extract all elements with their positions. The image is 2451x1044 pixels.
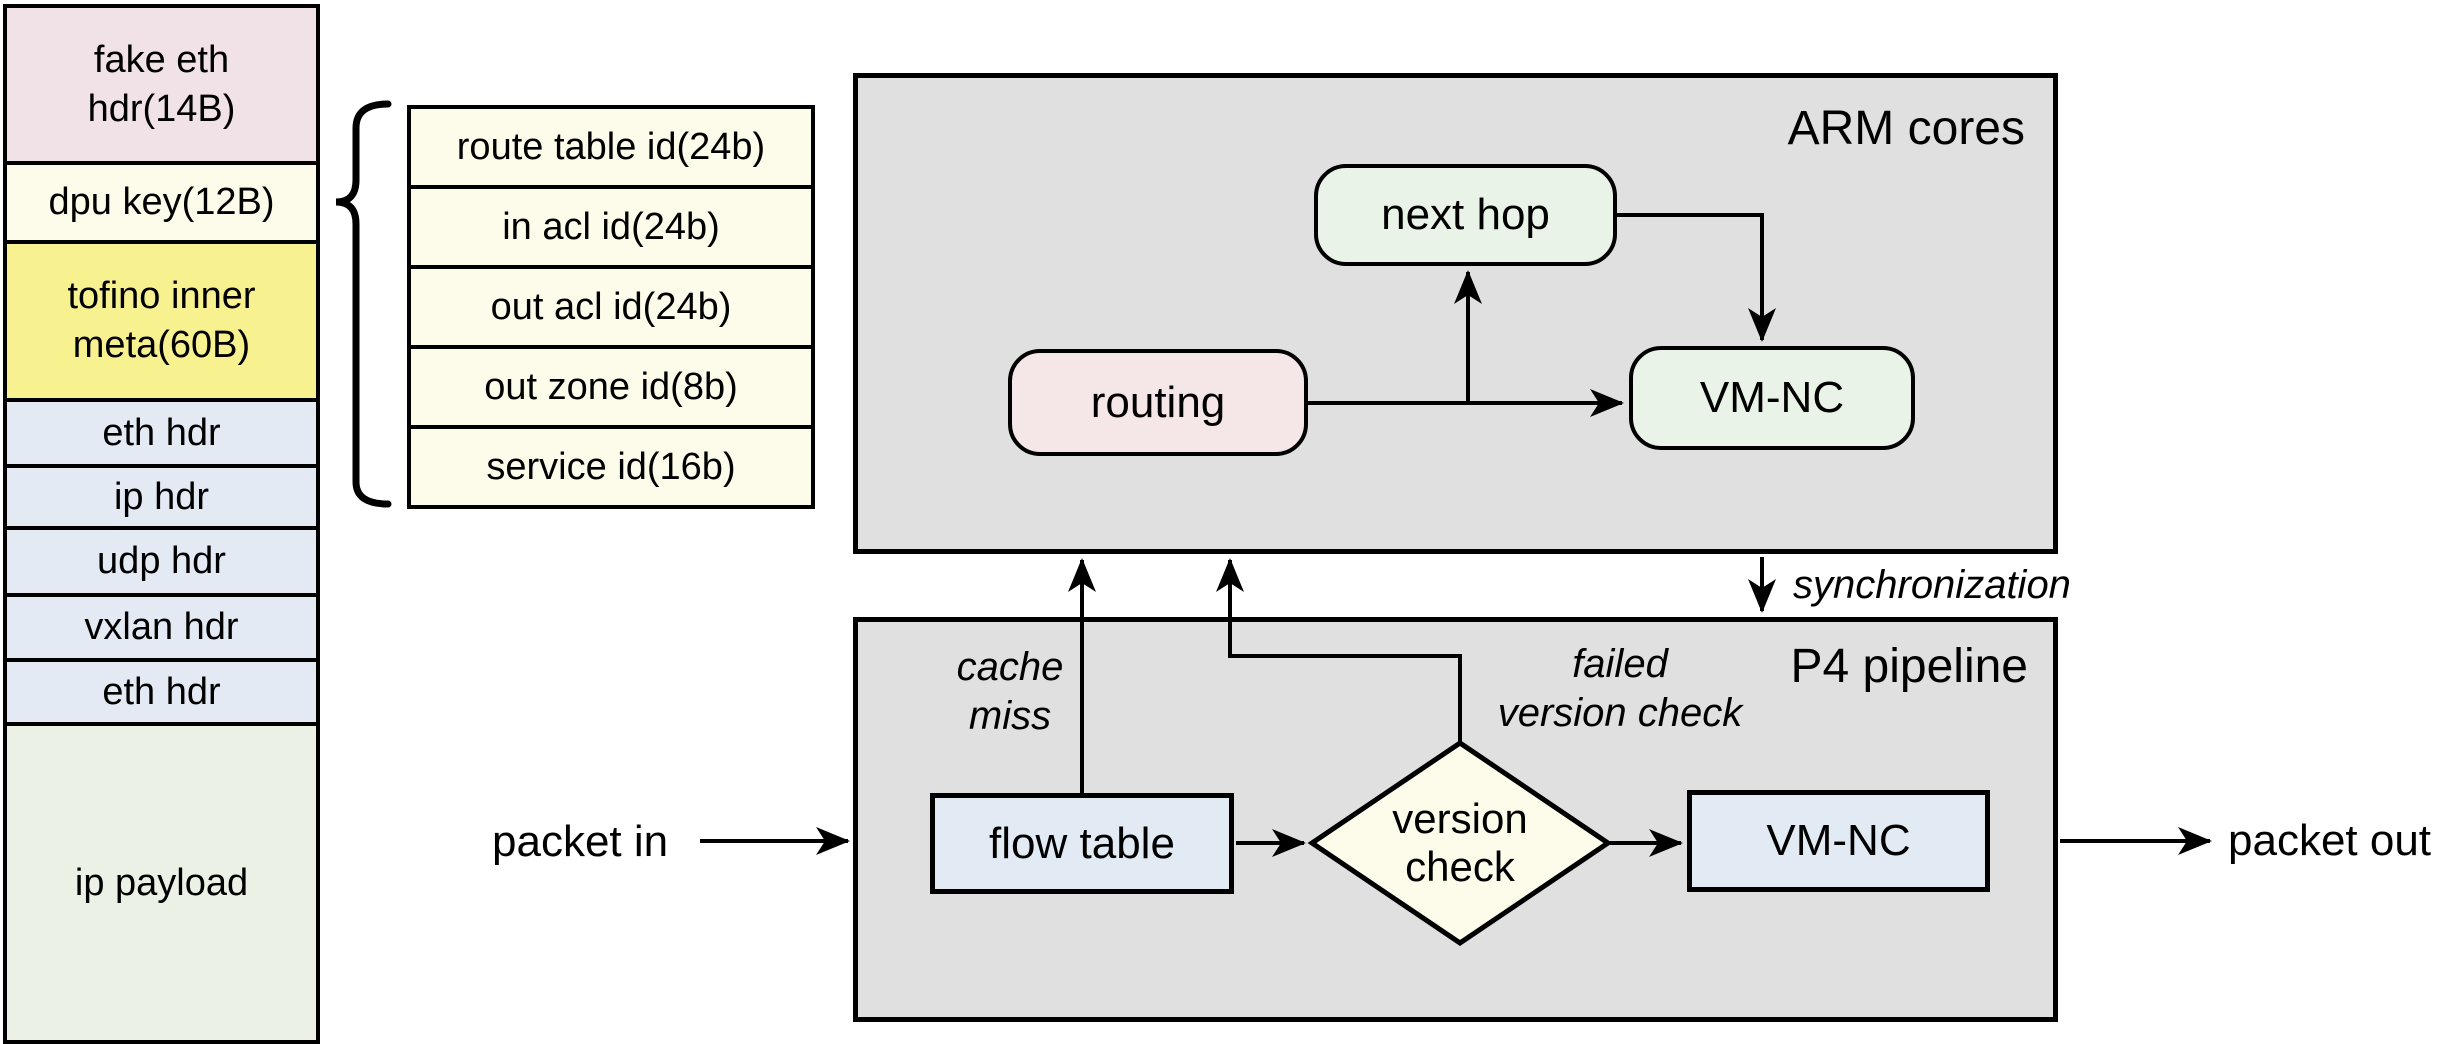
flow-table-node: flow table [930, 793, 1234, 894]
dpu-key-field-row: in acl id(24b) [407, 185, 815, 269]
packet-stack-row: ip payload [3, 722, 320, 1044]
packet-stack-row-label: ip payload [74, 861, 249, 904]
field-label: out zone id(8b) [484, 365, 738, 408]
packet-stack-row-label: ip hdr [113, 475, 210, 518]
packet-stack-row: tofino inner meta(60B) [3, 240, 320, 402]
cache-miss-label: cache miss [956, 645, 1064, 738]
field-label: service id(16b) [486, 445, 736, 488]
routing-node: routing [1008, 349, 1308, 456]
packet-stack-row-label: dpu key(12B) [48, 181, 275, 224]
routing-node-label: routing [1090, 377, 1226, 427]
next-hop-node: next hop [1314, 164, 1617, 266]
packet-out-label: packet out [2228, 816, 2432, 865]
packet-stack-row-label: eth hdr [102, 411, 221, 454]
arm-cores-title: ARM cores [1787, 102, 2025, 155]
vm-nc-arm-node-label: VM-NC [1699, 373, 1845, 422]
field-label: in acl id(24b) [502, 205, 720, 248]
arm-cores-box [853, 73, 2058, 554]
packet-stack-row: eth hdr [3, 398, 320, 468]
vm-nc-p4-node: VM-NC [1687, 790, 1990, 892]
failed-version-check-label: failed version check [1497, 642, 1743, 735]
flow-table-node-label: flow table [989, 818, 1175, 868]
packet-stack-row: udp hdr [3, 526, 320, 597]
packet-stack-row-label: vxlan hdr [84, 606, 239, 649]
packet-stack-row-label: tofino inner meta(60B) [67, 275, 256, 366]
dpu-key-field-row: out zone id(8b) [407, 345, 815, 429]
vm-nc-arm-node: VM-NC [1629, 346, 1915, 450]
vm-nc-p4-node-label: VM-NC [1766, 816, 1911, 865]
field-label: route table id(24b) [456, 125, 766, 168]
next-hop-node-label: next hop [1381, 190, 1550, 239]
packet-stack-row-label: fake eth hdr(14B) [87, 38, 236, 130]
dpu-key-field-row: service id(16b) [407, 425, 815, 509]
dpu-key-fields-table: route table id(24b) in acl id(24b) out a… [407, 105, 815, 509]
packet-stack-row: ip hdr [3, 464, 320, 530]
packet-stack-row: dpu key(12B) [3, 161, 320, 244]
packet-stack-row: eth hdr [3, 658, 320, 726]
packet-stack-row: vxlan hdr [3, 593, 320, 662]
synchronization-label: synchronization [1793, 563, 2071, 607]
dpu-key-brace [335, 100, 392, 508]
version-check-node-label: version check [1392, 794, 1528, 890]
p4-pipeline-title: P4 pipeline [1790, 640, 2028, 693]
packet-stack-row-label: eth hdr [102, 670, 221, 713]
packet-stack-row-label: udp hdr [97, 540, 226, 583]
dpu-key-field-row: route table id(24b) [407, 105, 815, 189]
packet-stack-row: fake eth hdr(14B) [3, 4, 320, 165]
field-label: out acl id(24b) [490, 285, 732, 328]
packet-stack: fake eth hdr(14B) dpu key(12B) tofino in… [3, 4, 320, 1044]
packet-in-label: packet in [492, 817, 669, 866]
dpu-key-field-row: out acl id(24b) [407, 265, 815, 349]
